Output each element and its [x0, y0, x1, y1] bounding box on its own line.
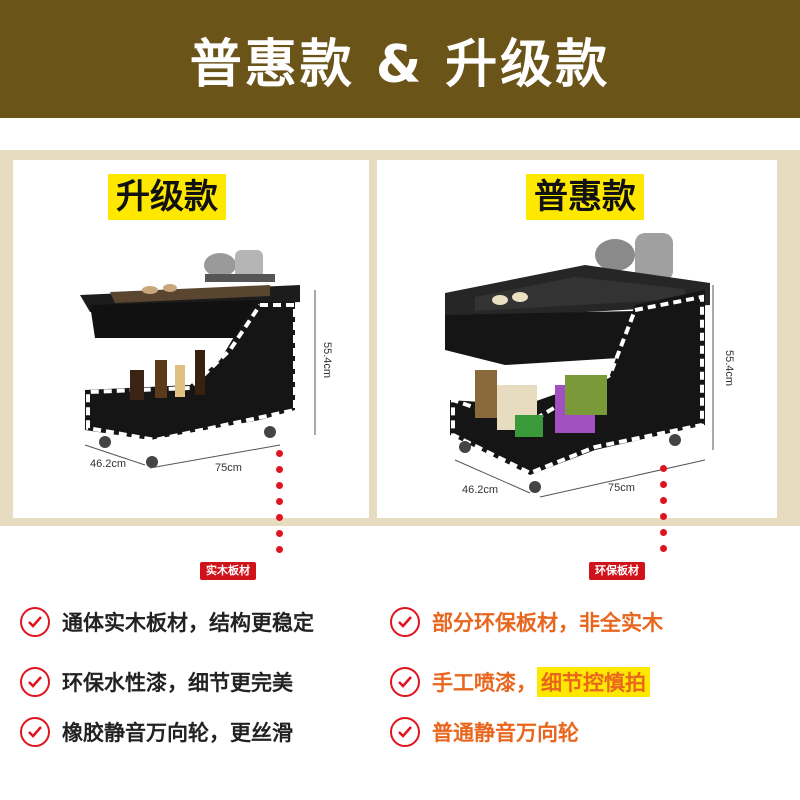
budget-callout-dots: [660, 465, 668, 561]
feature-text: 环保水性漆，细节更完美: [62, 671, 293, 695]
budget-feature-item: 手工喷漆， 细节控慎拍: [390, 667, 650, 697]
upgraded-feature-item: 环保水性漆，细节更完美: [20, 667, 293, 697]
budget-cart-image: [445, 233, 714, 498]
budget-feature-item: 普通静音万向轮: [390, 717, 579, 747]
feature-text: 手工喷漆，: [432, 671, 537, 695]
budget-height-label: 55.4cm: [723, 350, 735, 387]
upgraded-depth-label: 46.2cm: [90, 458, 127, 470]
budget-material-tag: 环保板材: [589, 562, 645, 580]
upgraded-feature-item: 通体实木板材，结构更稳定: [20, 607, 314, 637]
feature-text: 橡胶静音万向轮，更丝滑: [62, 721, 293, 745]
upgraded-callout-dots: [276, 450, 284, 562]
feature-text: 普通静音万向轮: [432, 721, 579, 745]
header-banner: 普惠款 & 升级款: [0, 0, 800, 118]
upgraded-height-label: 55.4cm: [321, 342, 333, 379]
upgraded-model-badge: 升级款: [108, 174, 226, 220]
feature-text: 通体实木板材，结构更稳定: [62, 611, 314, 635]
check-circle-icon: [20, 717, 50, 747]
check-circle-icon: [20, 607, 50, 637]
budget-width-label: 75cm: [608, 482, 635, 494]
check-circle-icon: [20, 667, 50, 697]
upgraded-cart-image: [80, 250, 316, 469]
feature-highlight: 细节控慎拍: [537, 667, 650, 697]
feature-text: 部分环保板材，非全实木: [432, 611, 663, 635]
budget-feature-item: 部分环保板材，非全实木: [390, 607, 663, 637]
check-circle-icon: [390, 717, 420, 747]
budget-depth-label: 46.2cm: [462, 484, 499, 496]
check-circle-icon: [390, 667, 420, 697]
budget-model-badge: 普惠款: [526, 174, 644, 220]
page-title: 普惠款 & 升级款: [189, 34, 611, 95]
upgraded-feature-item: 橡胶静音万向轮，更丝滑: [20, 717, 293, 747]
upgraded-width-label: 75cm: [215, 462, 242, 474]
check-circle-icon: [390, 607, 420, 637]
upgraded-material-tag: 实木板材: [200, 562, 256, 580]
